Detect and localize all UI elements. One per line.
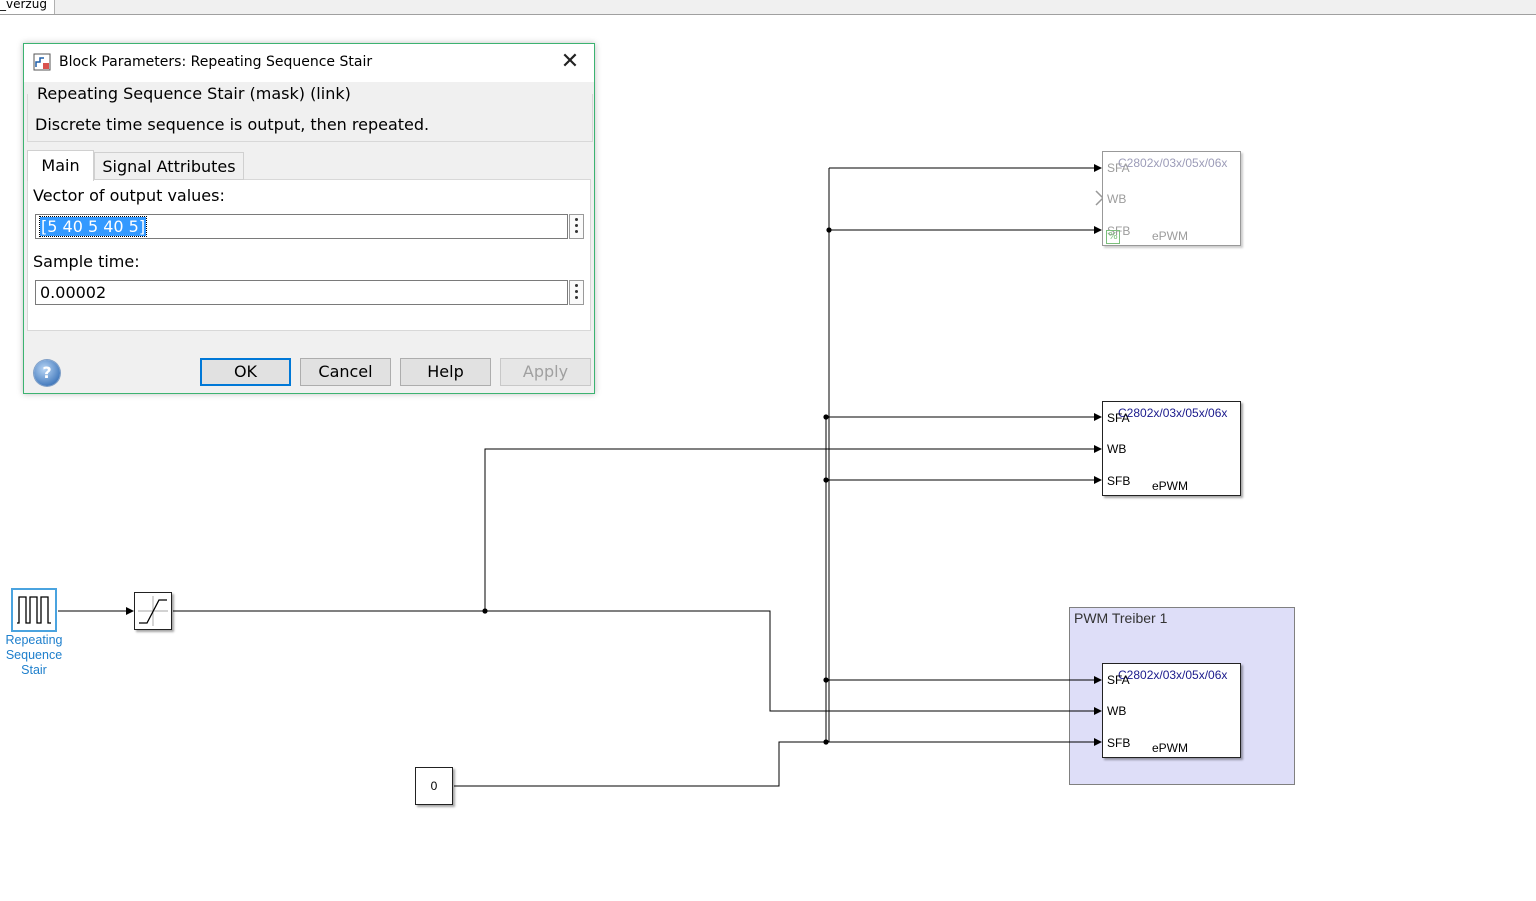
help-icon[interactable]: ? <box>34 360 60 386</box>
epwm-name: ePWM <box>1152 229 1188 243</box>
vector-field[interactable]: [5 40 5 40 5] <box>35 214 568 239</box>
epwm-block-2[interactable]: C2802x/03x/05x/06x SFA WB SFB ePWM <box>1102 401 1241 496</box>
port-label-sfa: SFA <box>1107 673 1130 687</box>
dialog-title-bar[interactable]: Block Parameters: Repeating Sequence Sta… <box>24 44 594 82</box>
repeating-sequence-stair-block[interactable] <box>11 588 57 632</box>
port-label-sfa: SFA <box>1107 161 1130 175</box>
epwm-block-1[interactable]: C2802x/03x/05x/06x SFA WB SFB ePWM % <box>1102 151 1241 246</box>
block-label-line: Repeating <box>5 633 63 647</box>
epwm-block-3[interactable]: C2802x/03x/05x/06x SFA WB SFB ePWM <box>1102 663 1241 758</box>
epwm-name: ePWM <box>1152 741 1188 755</box>
block-label-line: Stair <box>21 663 47 677</box>
dialog-title: Block Parameters: Repeating Sequence Sta… <box>59 54 373 70</box>
subsystem-label: PWM Treiber 1 <box>1074 610 1168 626</box>
saturation-block[interactable] <box>134 592 172 630</box>
wire-constant-out <box>454 741 826 787</box>
branch-point <box>823 414 829 420</box>
commented-out-icon: % <box>1106 230 1120 244</box>
constant-value: 0 <box>430 779 438 793</box>
port-label-sfb: SFB <box>1107 736 1131 750</box>
stair-waveform-icon <box>17 596 51 624</box>
cancel-button[interactable]: Cancel <box>300 358 391 386</box>
branch-point <box>823 677 829 683</box>
epwm-header: C2802x/03x/05x/06x <box>1118 668 1228 682</box>
close-icon[interactable]: ✕ <box>560 49 580 74</box>
mask-heading: Repeating Sequence Stair (mask) (link) <box>37 84 355 103</box>
model-tab-strip: _verzug <box>0 0 1536 15</box>
sample-time-label: Sample time: <box>33 252 140 271</box>
tab-signal-attributes[interactable]: Signal Attributes <box>94 152 244 180</box>
port-label-sfb: SFB <box>1107 224 1131 238</box>
wire-to-wb-3 <box>485 610 1102 715</box>
port-label-wb: WB <box>1107 704 1127 718</box>
mask-description: Discrete time sequence is output, then r… <box>35 115 430 134</box>
vector-options-button[interactable] <box>569 214 584 239</box>
branch-point <box>823 477 829 483</box>
apply-button[interactable]: Apply <box>500 358 591 386</box>
branch-point <box>823 739 829 745</box>
block-label-line: Sequence <box>5 648 63 662</box>
model-tab-label: _verzug <box>0 0 47 11</box>
saturation-icon <box>138 596 168 626</box>
epwm-name: ePWM <box>1152 479 1188 493</box>
wire-to-wb-2 <box>484 445 1102 611</box>
block-parameters-dialog: Block Parameters: Repeating Sequence Sta… <box>23 43 595 394</box>
sample-time-field[interactable]: 0.00002 <box>35 280 568 305</box>
branch-point <box>826 227 832 233</box>
sample-time-value: 0.00002 <box>40 283 107 302</box>
help-button[interactable]: Help <box>400 358 491 386</box>
vector-label: Vector of output values: <box>33 186 225 205</box>
port-label-sfb: SFB <box>1107 474 1131 488</box>
port-label-sfa: SFA <box>1107 411 1130 425</box>
constant-block[interactable]: 0 <box>415 767 453 805</box>
simulink-block-icon <box>33 53 51 71</box>
tab-main[interactable]: Main <box>27 150 94 181</box>
port-label-wb: WB <box>1107 192 1127 206</box>
ok-button[interactable]: OK <box>200 358 291 386</box>
sample-time-options-button[interactable] <box>569 280 584 305</box>
tab-panel-main: Vector of output values: [5 40 5 40 5] S… <box>27 179 591 331</box>
port-label-wb: WB <box>1107 442 1127 456</box>
branch-point <box>482 608 488 614</box>
epwm-header: C2802x/03x/05x/06x <box>1118 406 1228 420</box>
repeating-sequence-stair-label: Repeating Sequence Stair <box>0 633 68 678</box>
model-tab[interactable]: _verzug <box>0 0 55 14</box>
vector-value: [5 40 5 40 5] <box>38 216 148 237</box>
tab-signal-attributes-label: Signal Attributes <box>102 157 236 176</box>
description-group <box>27 94 593 142</box>
epwm-header: C2802x/03x/05x/06x <box>1118 156 1228 170</box>
tab-main-label: Main <box>41 156 80 175</box>
